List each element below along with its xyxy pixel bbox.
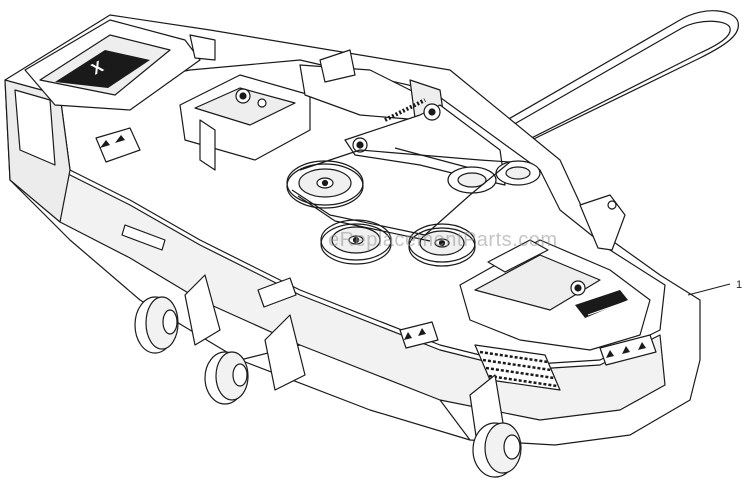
idler-arm-assembly bbox=[344, 98, 506, 186]
watermark: eReplacementParts.com bbox=[328, 229, 558, 251]
right-bracket bbox=[579, 194, 626, 251]
idler-pulleys bbox=[447, 160, 541, 194]
pulley-right bbox=[408, 223, 476, 267]
warning-label bbox=[399, 321, 439, 349]
left-spindle-housing bbox=[179, 74, 311, 171]
vent-grille bbox=[474, 344, 561, 391]
callout-leader-line bbox=[687, 283, 731, 296]
right-spindle-housing bbox=[459, 239, 651, 351]
info-label bbox=[121, 224, 297, 308]
warning-label bbox=[95, 127, 141, 163]
warning-label bbox=[599, 334, 657, 366]
wheel-bracket bbox=[184, 274, 506, 451]
callout-label: 1 bbox=[736, 279, 743, 291]
deck-belt bbox=[291, 149, 511, 242]
pulley-left bbox=[286, 160, 364, 209]
drive-belt bbox=[454, 10, 739, 171]
anti-scalp-wheel bbox=[204, 351, 249, 405]
discharge-deflector: X bbox=[24, 19, 216, 111]
anti-scalp-wheel bbox=[472, 422, 522, 478]
pulley-center bbox=[320, 219, 392, 265]
anti-scalp-wheel bbox=[134, 296, 179, 354]
